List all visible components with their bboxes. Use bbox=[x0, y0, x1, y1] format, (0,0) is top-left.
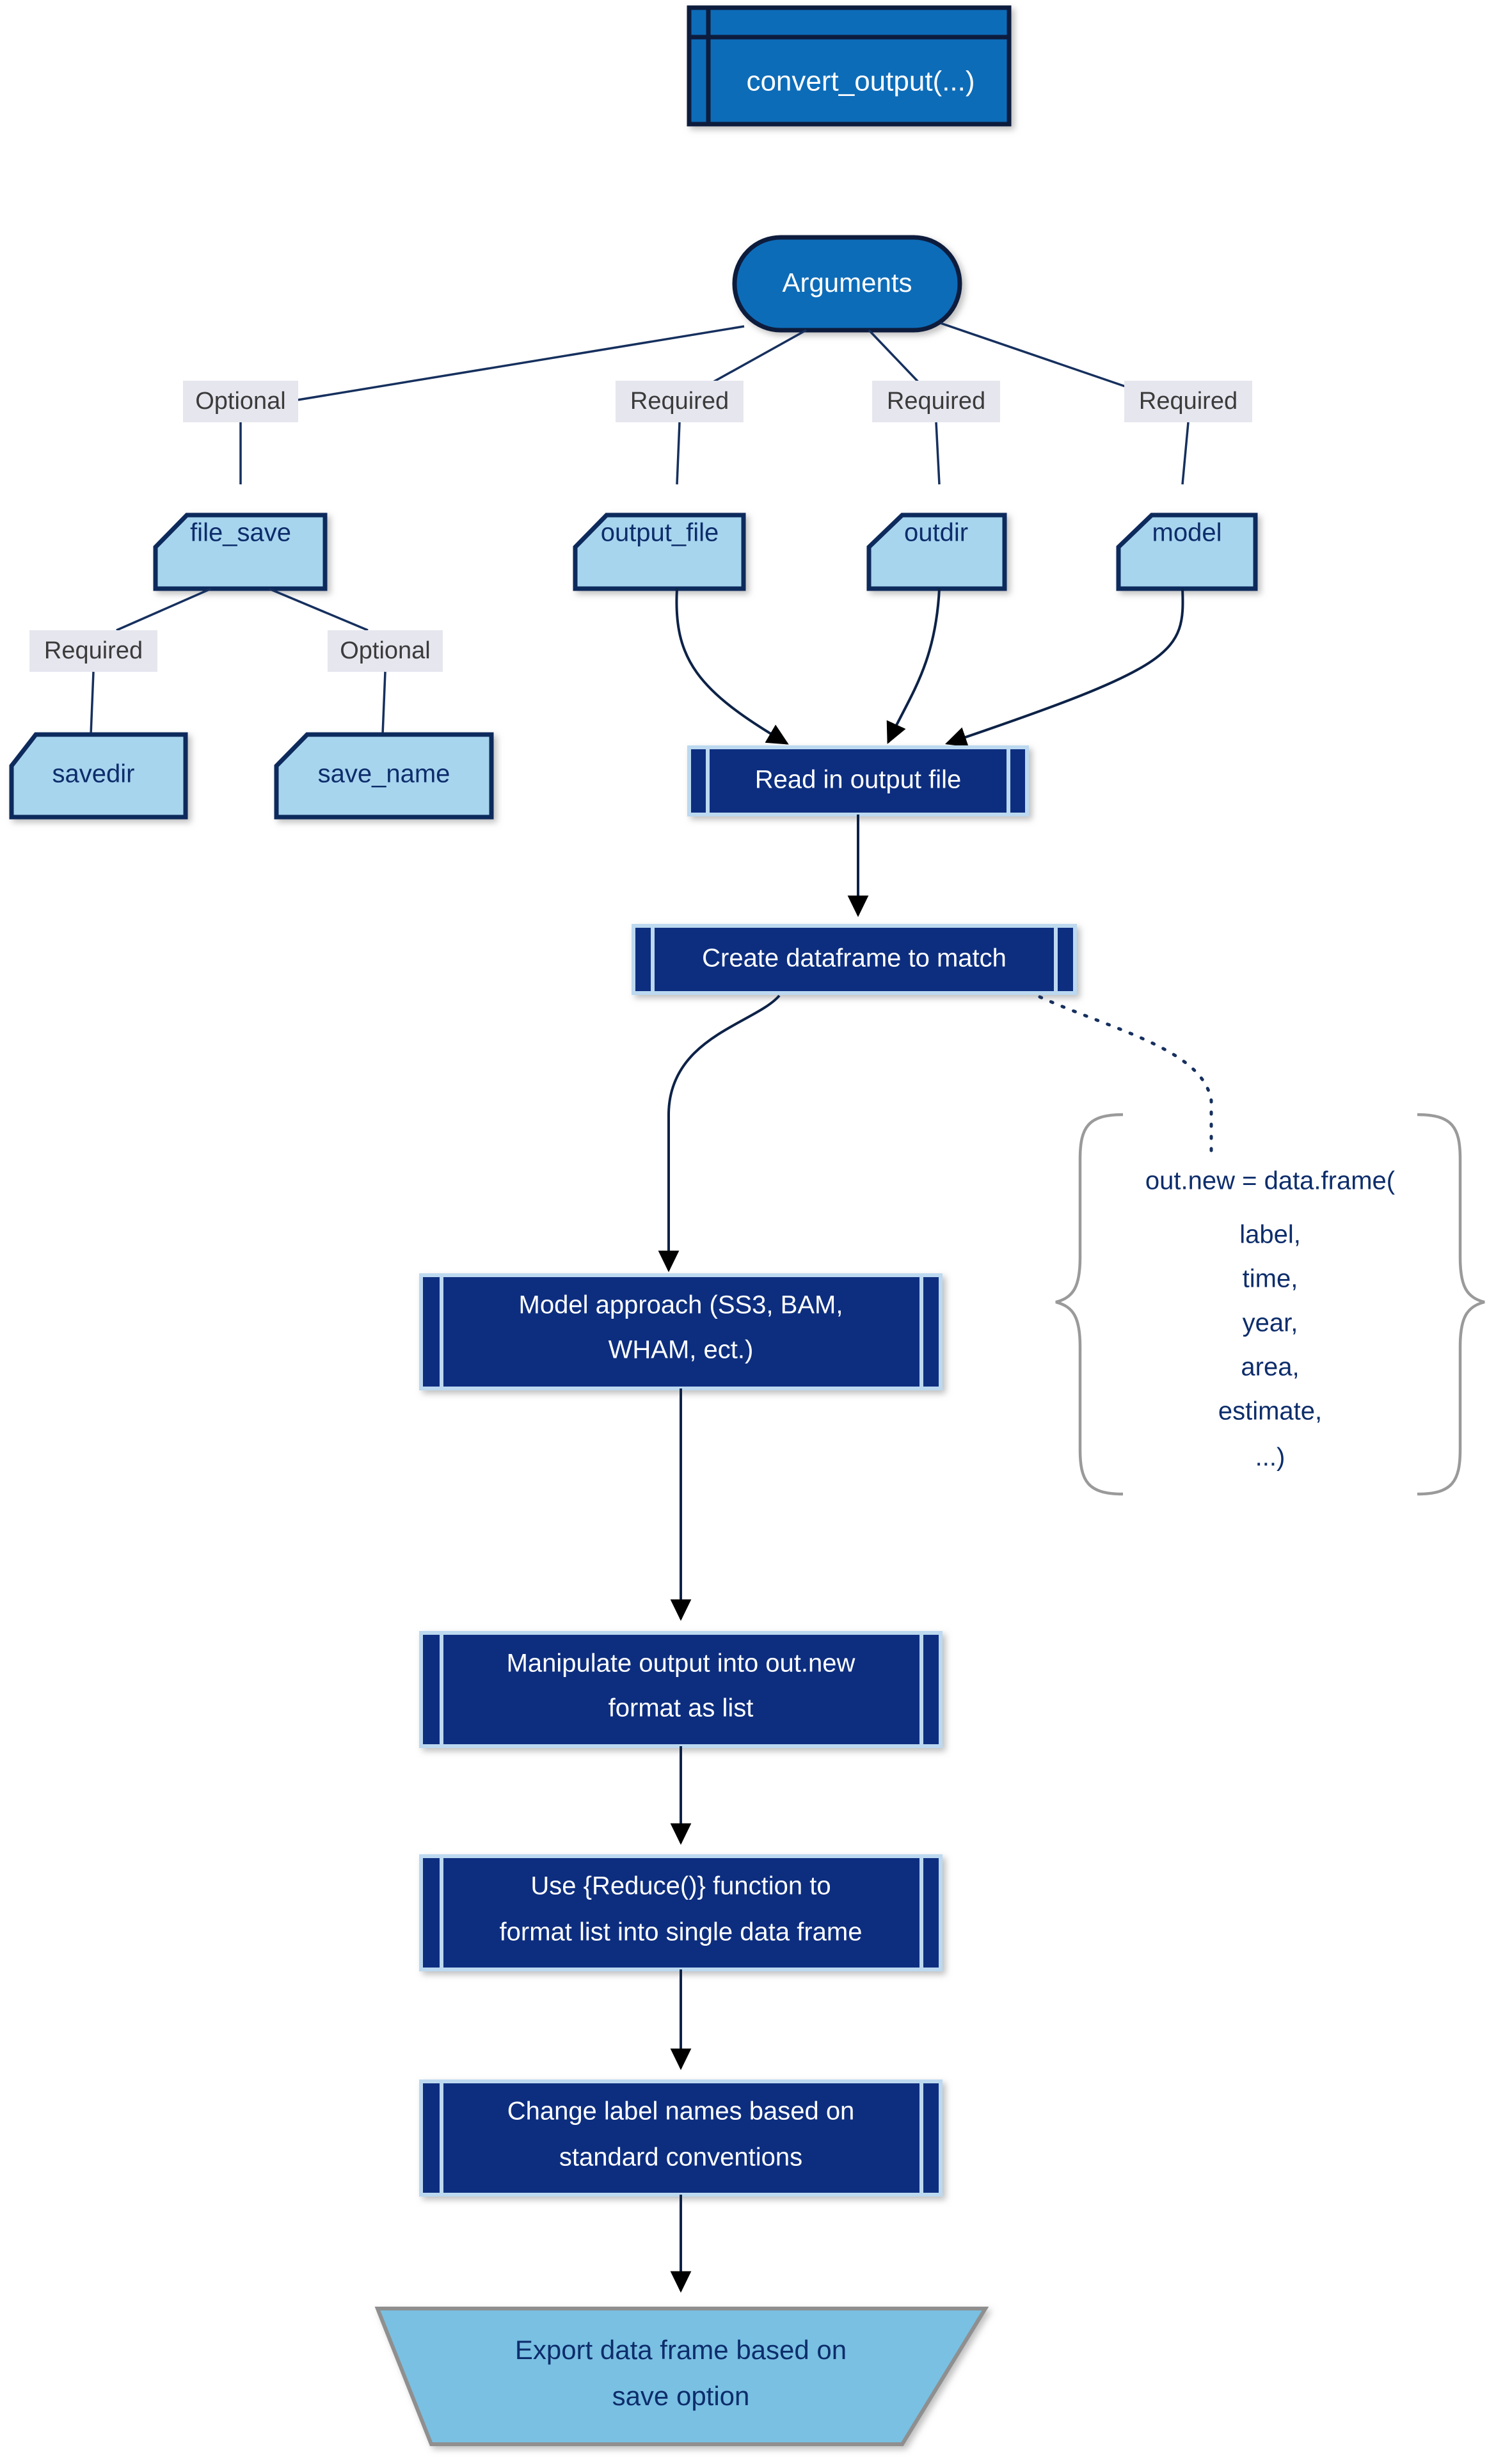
edge-required-to-savedir bbox=[90, 671, 95, 735]
edge-optional-to-save-name bbox=[381, 671, 386, 735]
annotation-line-3: year, bbox=[1243, 1309, 1298, 1337]
argument-node-label-file-save: file_save bbox=[190, 519, 291, 547]
edge-label-optional-file-save: Optional bbox=[183, 381, 298, 422]
process-node-body bbox=[687, 745, 1029, 816]
argument-node-outdir[interactable] bbox=[866, 513, 1007, 591]
terminal-node-export[interactable] bbox=[374, 2307, 989, 2446]
process-node-body bbox=[419, 1854, 943, 1971]
edge-label-required-outdir: Required bbox=[872, 381, 1000, 422]
process-node-label-create-df: Create dataframe to match bbox=[702, 944, 1007, 973]
edge-file-save-to-required bbox=[116, 587, 212, 632]
process-node-reduce[interactable] bbox=[419, 1854, 943, 1971]
argument-node-label-model: model bbox=[1152, 519, 1222, 547]
process-node-body bbox=[419, 2079, 943, 2197]
edge-required-to-output-file bbox=[676, 422, 681, 485]
annotation-line-2: time, bbox=[1243, 1265, 1298, 1293]
edge-required-to-outdir bbox=[935, 422, 941, 485]
edge-label-text: Required bbox=[887, 388, 985, 415]
process-node-relabel[interactable] bbox=[419, 2079, 943, 2197]
process-node-read[interactable] bbox=[687, 745, 1029, 816]
annotation-line-4: area, bbox=[1241, 1353, 1299, 1381]
argument-node-model[interactable] bbox=[1116, 513, 1258, 591]
argument-node-shape bbox=[274, 732, 494, 820]
edge-model-to-read bbox=[944, 588, 1184, 747]
terminal-node-shape bbox=[374, 2307, 989, 2446]
title-node-label: convert_output(...) bbox=[746, 66, 975, 97]
title-node[interactable] bbox=[687, 5, 1012, 127]
annotation-left-brace bbox=[1055, 1113, 1124, 1496]
argument-node-shape bbox=[573, 513, 746, 591]
process-node-label-relabel-line-0: Change label names based on bbox=[507, 2097, 855, 2126]
argument-node-label-outdir: outdir bbox=[904, 519, 968, 547]
argument-node-label-savedir: savedir bbox=[52, 760, 135, 788]
edge-create-df-to-approach bbox=[658, 994, 781, 1273]
annotation-right-brace bbox=[1417, 1113, 1485, 1496]
edge-label-required-output-file: Required bbox=[616, 381, 744, 422]
process-node-body bbox=[419, 1273, 943, 1390]
edge-label-required-model: Required bbox=[1124, 381, 1252, 422]
argument-node-label-output-file: output_file bbox=[601, 519, 719, 547]
edge-create-df-to-annotation bbox=[1038, 995, 1213, 1160]
argument-node-shape bbox=[1116, 513, 1258, 591]
terminal-node-label-line-1: save option bbox=[612, 2381, 750, 2411]
argument-node-shape bbox=[153, 513, 328, 591]
edge-outdir-to-read bbox=[886, 588, 941, 744]
process-node-create-df[interactable] bbox=[632, 924, 1077, 995]
edge-label-text: Optional bbox=[340, 637, 431, 664]
arguments-node-label: Arguments bbox=[782, 267, 912, 298]
process-node-label-manipulate-line-1: format as list bbox=[609, 1694, 754, 1722]
edge-file-save-to-optional bbox=[268, 587, 369, 632]
argument-node-output-file[interactable] bbox=[573, 513, 746, 591]
arguments-node-body bbox=[732, 235, 962, 333]
annotation-line-5: estimate, bbox=[1218, 1397, 1322, 1426]
argument-node-file-save[interactable] bbox=[153, 513, 328, 591]
process-node-label-approach-line-1: WHAM, ect.) bbox=[609, 1336, 754, 1364]
process-node-body bbox=[419, 1631, 943, 1748]
edge-label-text: Required bbox=[630, 388, 729, 415]
edge-label-required-savedir: Required bbox=[29, 630, 157, 672]
argument-node-shape bbox=[9, 732, 188, 820]
process-node-label-reduce-line-0: Use {Reduce()} function to bbox=[530, 1872, 831, 1900]
title-node-body bbox=[687, 5, 1012, 127]
process-node-label-relabel-line-1: standard conventions bbox=[559, 2143, 802, 2172]
edge-root-to-optional-file-save bbox=[278, 325, 745, 404]
process-node-label-manipulate-line-0: Manipulate output into out.new bbox=[507, 1650, 855, 1678]
edge-required-to-model bbox=[1181, 422, 1190, 485]
process-node-approach[interactable] bbox=[419, 1273, 943, 1390]
argument-node-save-name[interactable] bbox=[274, 732, 494, 820]
terminal-node-label-line-0: Export data frame based on bbox=[515, 2335, 847, 2365]
process-node-manipulate[interactable] bbox=[419, 1631, 943, 1748]
edge-output-file-to-read bbox=[675, 588, 789, 745]
edge-label-text: Optional bbox=[195, 388, 286, 415]
edge-label-text: Required bbox=[44, 637, 143, 664]
process-node-label-reduce-line-1: format list into single data frame bbox=[500, 1918, 863, 1946]
arguments-node[interactable] bbox=[732, 235, 962, 333]
argument-node-shape bbox=[866, 513, 1007, 591]
process-node-label-approach-line-0: Model approach (SS3, BAM, bbox=[519, 1291, 843, 1319]
edge-label-optional-save-name: Optional bbox=[328, 630, 443, 672]
argument-node-savedir[interactable] bbox=[9, 732, 188, 820]
edge-label-text: Required bbox=[1139, 388, 1237, 415]
argument-node-label-save-name: save_name bbox=[318, 760, 450, 788]
annotation-line-1: label, bbox=[1239, 1221, 1301, 1249]
annotation-line-0: out.new = data.frame( bbox=[1145, 1167, 1396, 1195]
process-node-body bbox=[632, 924, 1077, 995]
process-node-label-read: Read in output file bbox=[755, 766, 961, 794]
annotation-line-6: ...) bbox=[1255, 1443, 1285, 1472]
